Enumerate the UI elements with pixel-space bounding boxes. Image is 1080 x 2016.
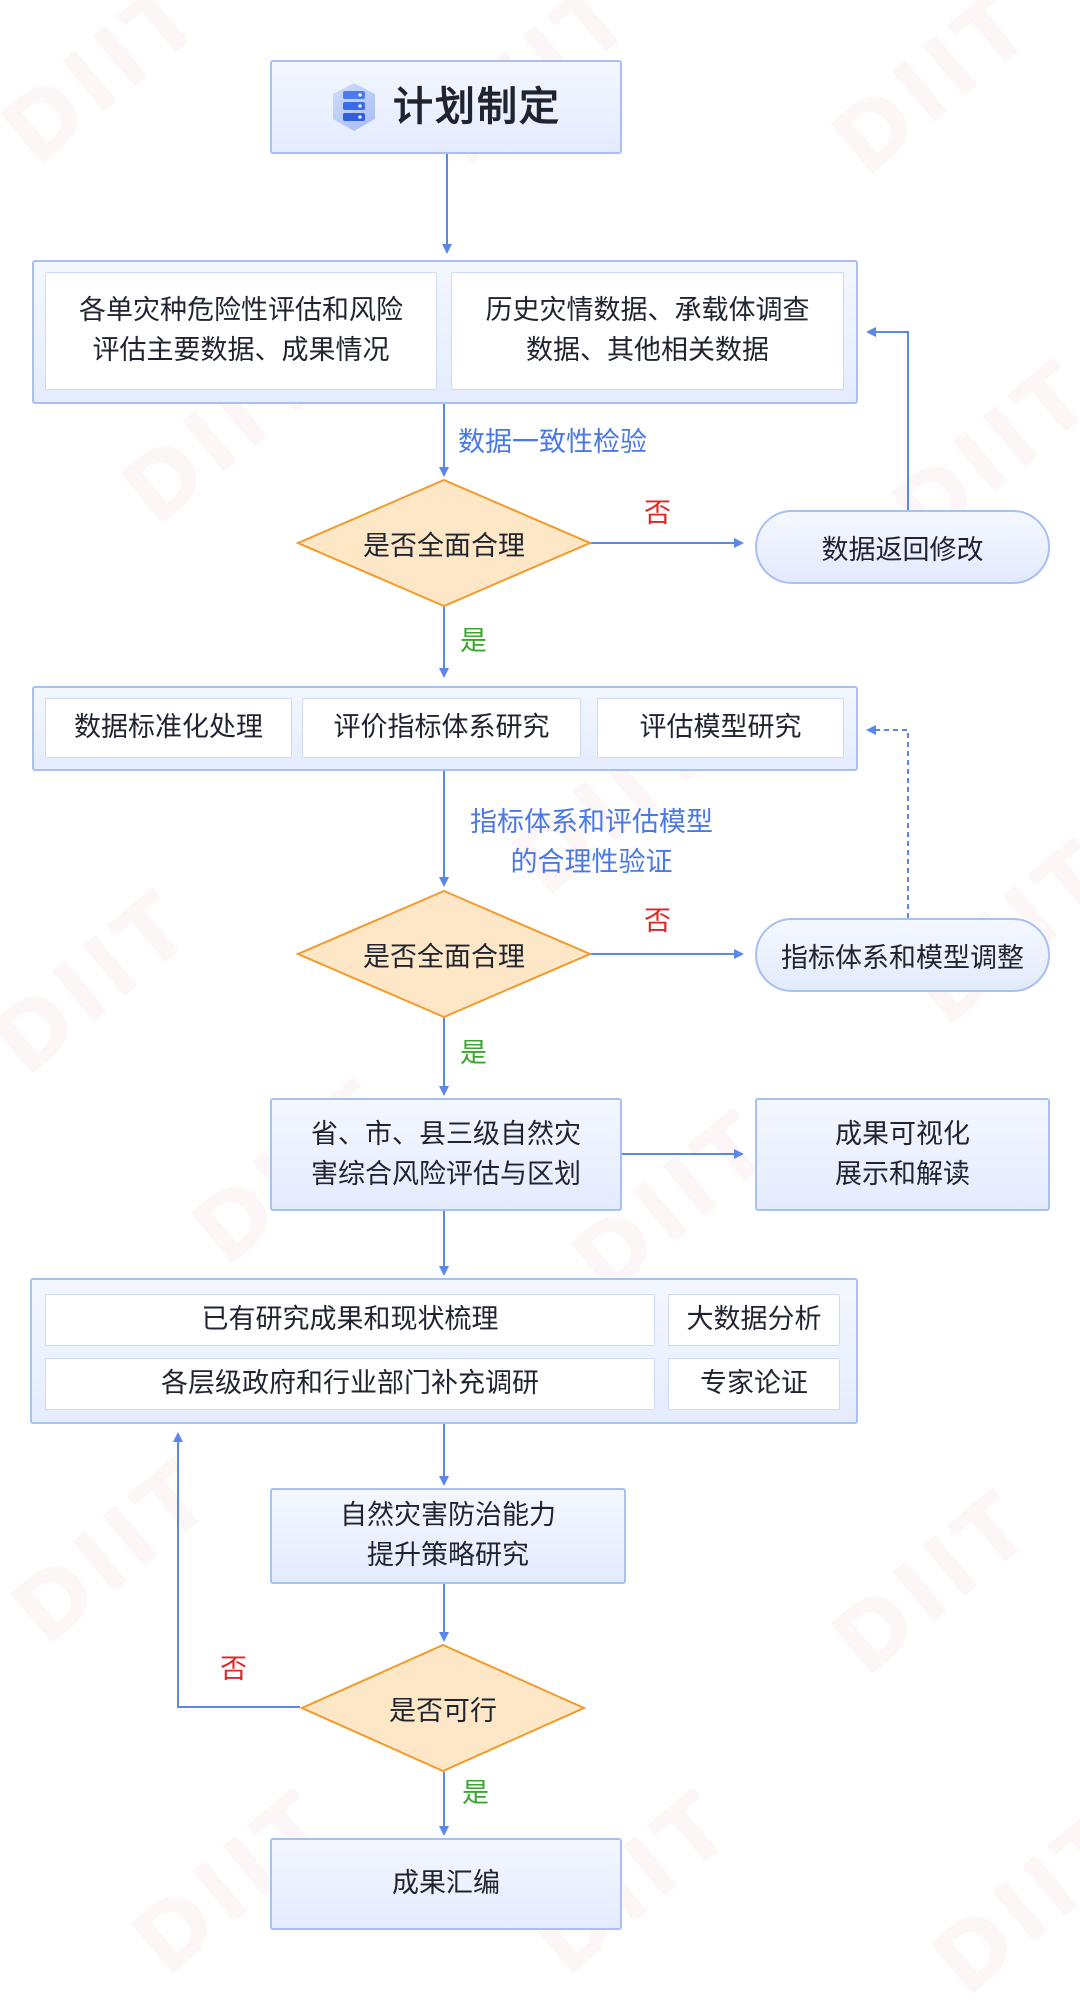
decision-comprehensive-2: 是否全面合理 xyxy=(296,889,592,1019)
decision-3-label: 是否可行 xyxy=(389,1695,497,1727)
existing-research-review-box: 已有研究成果和现状梳理 xyxy=(45,1294,655,1346)
assessment-model-research-box: 评估模型研究 xyxy=(597,698,844,758)
decision-2-label: 是否全面合理 xyxy=(363,941,525,973)
arrow-return1-loop xyxy=(866,327,909,510)
start-plan-box: 计划制定 xyxy=(270,60,622,154)
hazard-assessment-data-box: 各单灾种危险性评估和风险 评估主要数据、成果情况 xyxy=(45,272,437,390)
risk-zoning-box: 省、市、县三级自然灾 害综合风险评估与区划 xyxy=(270,1098,622,1211)
data-consistency-check-label: 数据一致性检验 xyxy=(458,427,647,458)
model-validation-label: 指标体系和评估模型 的合理性验证 xyxy=(470,807,713,878)
no-label-3: 否 xyxy=(220,1654,247,1685)
yes-label-2: 是 xyxy=(460,1038,487,1069)
indicator-model-adjust-box: 指标体系和模型调整 xyxy=(755,918,1050,992)
yes-label-3: 是 xyxy=(462,1778,489,1809)
capability-strategy-box: 自然灾害防治能力 提升策略研究 xyxy=(270,1488,626,1584)
historical-disaster-data-box: 历史灾情数据、承载体调查 数据、其他相关数据 xyxy=(451,272,844,390)
no-label-1: 否 xyxy=(644,498,671,529)
data-return-modify-box: 数据返回修改 xyxy=(755,510,1050,584)
decision-feasible: 是否可行 xyxy=(300,1643,586,1773)
decision-diamond-3 xyxy=(300,1643,586,1773)
no-label-2: 否 xyxy=(644,906,671,937)
visualization-box: 成果可视化 展示和解读 xyxy=(755,1098,1050,1211)
decision-1-label: 是否全面合理 xyxy=(363,530,525,562)
results-compilation-box: 成果汇编 xyxy=(270,1838,622,1930)
decision-comprehensive-1: 是否全面合理 xyxy=(296,478,592,608)
yes-label-1: 是 xyxy=(460,626,487,657)
big-data-analysis-box: 大数据分析 xyxy=(668,1294,840,1346)
indicator-system-research-box: 评价指标体系研究 xyxy=(302,698,581,758)
start-plan-label: 计划制定 xyxy=(393,84,561,130)
arrow-return2-loop xyxy=(866,725,909,918)
decision-diamond-2 xyxy=(296,889,592,1019)
arrow-decision3-no-loop xyxy=(173,1432,300,1708)
supplementary-survey-box: 各层级政府和行业部门补充调研 xyxy=(45,1358,655,1410)
data-standardization-box: 数据标准化处理 xyxy=(45,698,292,758)
database-server-icon xyxy=(333,83,375,131)
expert-review-box: 专家论证 xyxy=(668,1358,840,1410)
decision-diamond-1 xyxy=(296,478,592,608)
